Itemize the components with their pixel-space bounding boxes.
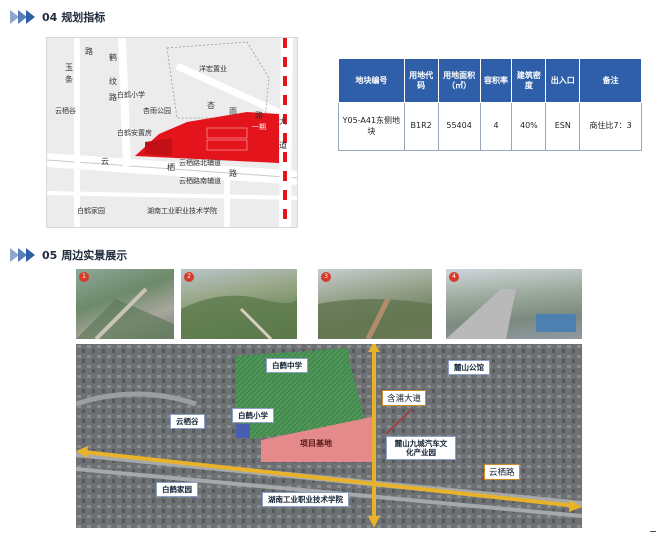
map-label: 条 <box>65 75 73 84</box>
map-label: 白鹤家园 <box>77 207 105 215</box>
map-label: 玉 <box>65 63 73 72</box>
section-header-05: 05 周边实景展示 <box>10 246 127 264</box>
plot-zone <box>261 416 376 462</box>
map-drawing <box>47 38 297 227</box>
table-header-row: 地块编号 用地代码 用地面积（㎡） 容积率 建筑密度 出入口 备注 <box>338 58 642 103</box>
site-photo-2: 2 <box>181 269 297 339</box>
label-hunan-college: 湖南工业职业技术学院 <box>262 492 349 507</box>
site-photo-4: 4 <box>446 269 582 339</box>
map-label: 白鹤小学 <box>117 91 145 99</box>
col-header: 出入口 <box>545 58 581 103</box>
photo-number: 3 <box>321 272 331 282</box>
cell-entrance: ESN <box>545 102 581 151</box>
planning-map: 玉 条 路 鹤 纹 路 洋宏置业 云栖谷 白鹤小学 杏雨公园 白鹤安置房 杏 雨… <box>46 37 298 228</box>
map-label: 大 <box>279 117 287 126</box>
label-baihe-primary: 白鹤小学 <box>232 408 274 423</box>
map-label: 云 <box>101 157 109 166</box>
map-label: 云栖路南辅道 <box>179 177 221 185</box>
site-photo-1: 1 <box>76 269 174 339</box>
planning-index-table: 地块编号 用地代码 用地面积（㎡） 容积率 建筑密度 出入口 备注 Y05-A4… <box>338 58 642 151</box>
col-header: 用地代码 <box>403 58 439 103</box>
section-header-04: 04 规划指标 <box>10 8 105 26</box>
map-label: 白鹤安置房 <box>117 129 152 137</box>
photo-number: 4 <box>449 272 459 282</box>
map-label: 洋宏置业 <box>199 65 227 73</box>
map-label: 路 <box>85 47 93 56</box>
map-label: 湖南工业职业技术学院 <box>147 207 217 215</box>
cell-plot-code: Y05-A41东侧地块 <box>338 102 405 151</box>
section-number: 04 <box>42 10 58 24</box>
cell-density: 40% <box>511 102 547 151</box>
label-baihe-middle-school: 白鹤中学 <box>266 358 308 373</box>
label-lushan-auto-park: 麓山九城汽车文化产业园 <box>386 436 456 460</box>
col-header: 容积率 <box>479 58 513 103</box>
map-label: 云栖路北辅道 <box>179 159 221 167</box>
section-number: 05 <box>42 248 58 262</box>
chevron-arrows-icon <box>10 248 36 262</box>
cell-land-code: B1R2 <box>403 102 439 151</box>
map-label: 路 <box>109 93 117 102</box>
chevron-arrows-icon <box>10 10 36 24</box>
col-header: 备注 <box>579 58 642 103</box>
label-lushan-park: 麓山公馆 <box>448 360 490 375</box>
map-label: 雨 <box>229 107 237 116</box>
photo-number: 1 <box>79 272 89 282</box>
table-row: Y05-A41东侧地块 B1R2 55404 4 40% ESN 商住比7：3 <box>338 102 642 151</box>
section-title: 规划指标 <box>61 11 106 24</box>
label-baihe-jiayuan: 白鹤家园 <box>156 482 198 497</box>
section-title: 周边实景展示 <box>61 249 128 262</box>
map-label: 杏雨公园 <box>143 107 171 115</box>
map-label: 路 <box>255 111 263 120</box>
col-header: 建筑密度 <box>511 58 547 103</box>
map-label: 道 <box>279 141 287 150</box>
photo-number: 2 <box>184 272 194 282</box>
label-hanpu-road: 含浦大道 <box>382 390 427 406</box>
site-photo-3: 3 <box>318 269 432 339</box>
map-label: 纹 <box>109 77 117 86</box>
map-label: 栖 <box>167 163 175 172</box>
col-header: 用地面积（㎡） <box>437 58 481 103</box>
cell-far: 4 <box>479 102 513 151</box>
label-yunqigu: 云栖谷 <box>170 414 205 429</box>
cell-area: 55404 <box>437 102 481 151</box>
page-mark <box>650 531 656 532</box>
map-label: 杏 <box>207 101 215 110</box>
plot-phase-label: 一期 <box>252 123 266 131</box>
map-label: 路 <box>229 169 237 178</box>
cell-remark: 商住比7：3 <box>579 102 642 151</box>
label-yunqi-road: 云栖路 <box>484 464 520 480</box>
col-header: 地块编号 <box>338 58 405 103</box>
aerial-surroundings-map: 白鹤中学 麓山公馆 含浦大道 云栖谷 白鹤小学 项目基地 麓山九城汽车文化产业园… <box>76 344 582 528</box>
map-label: 云栖谷 <box>55 107 76 115</box>
label-project-plot: 项目基地 <box>300 439 332 448</box>
map-label: 鹤 <box>109 53 117 62</box>
